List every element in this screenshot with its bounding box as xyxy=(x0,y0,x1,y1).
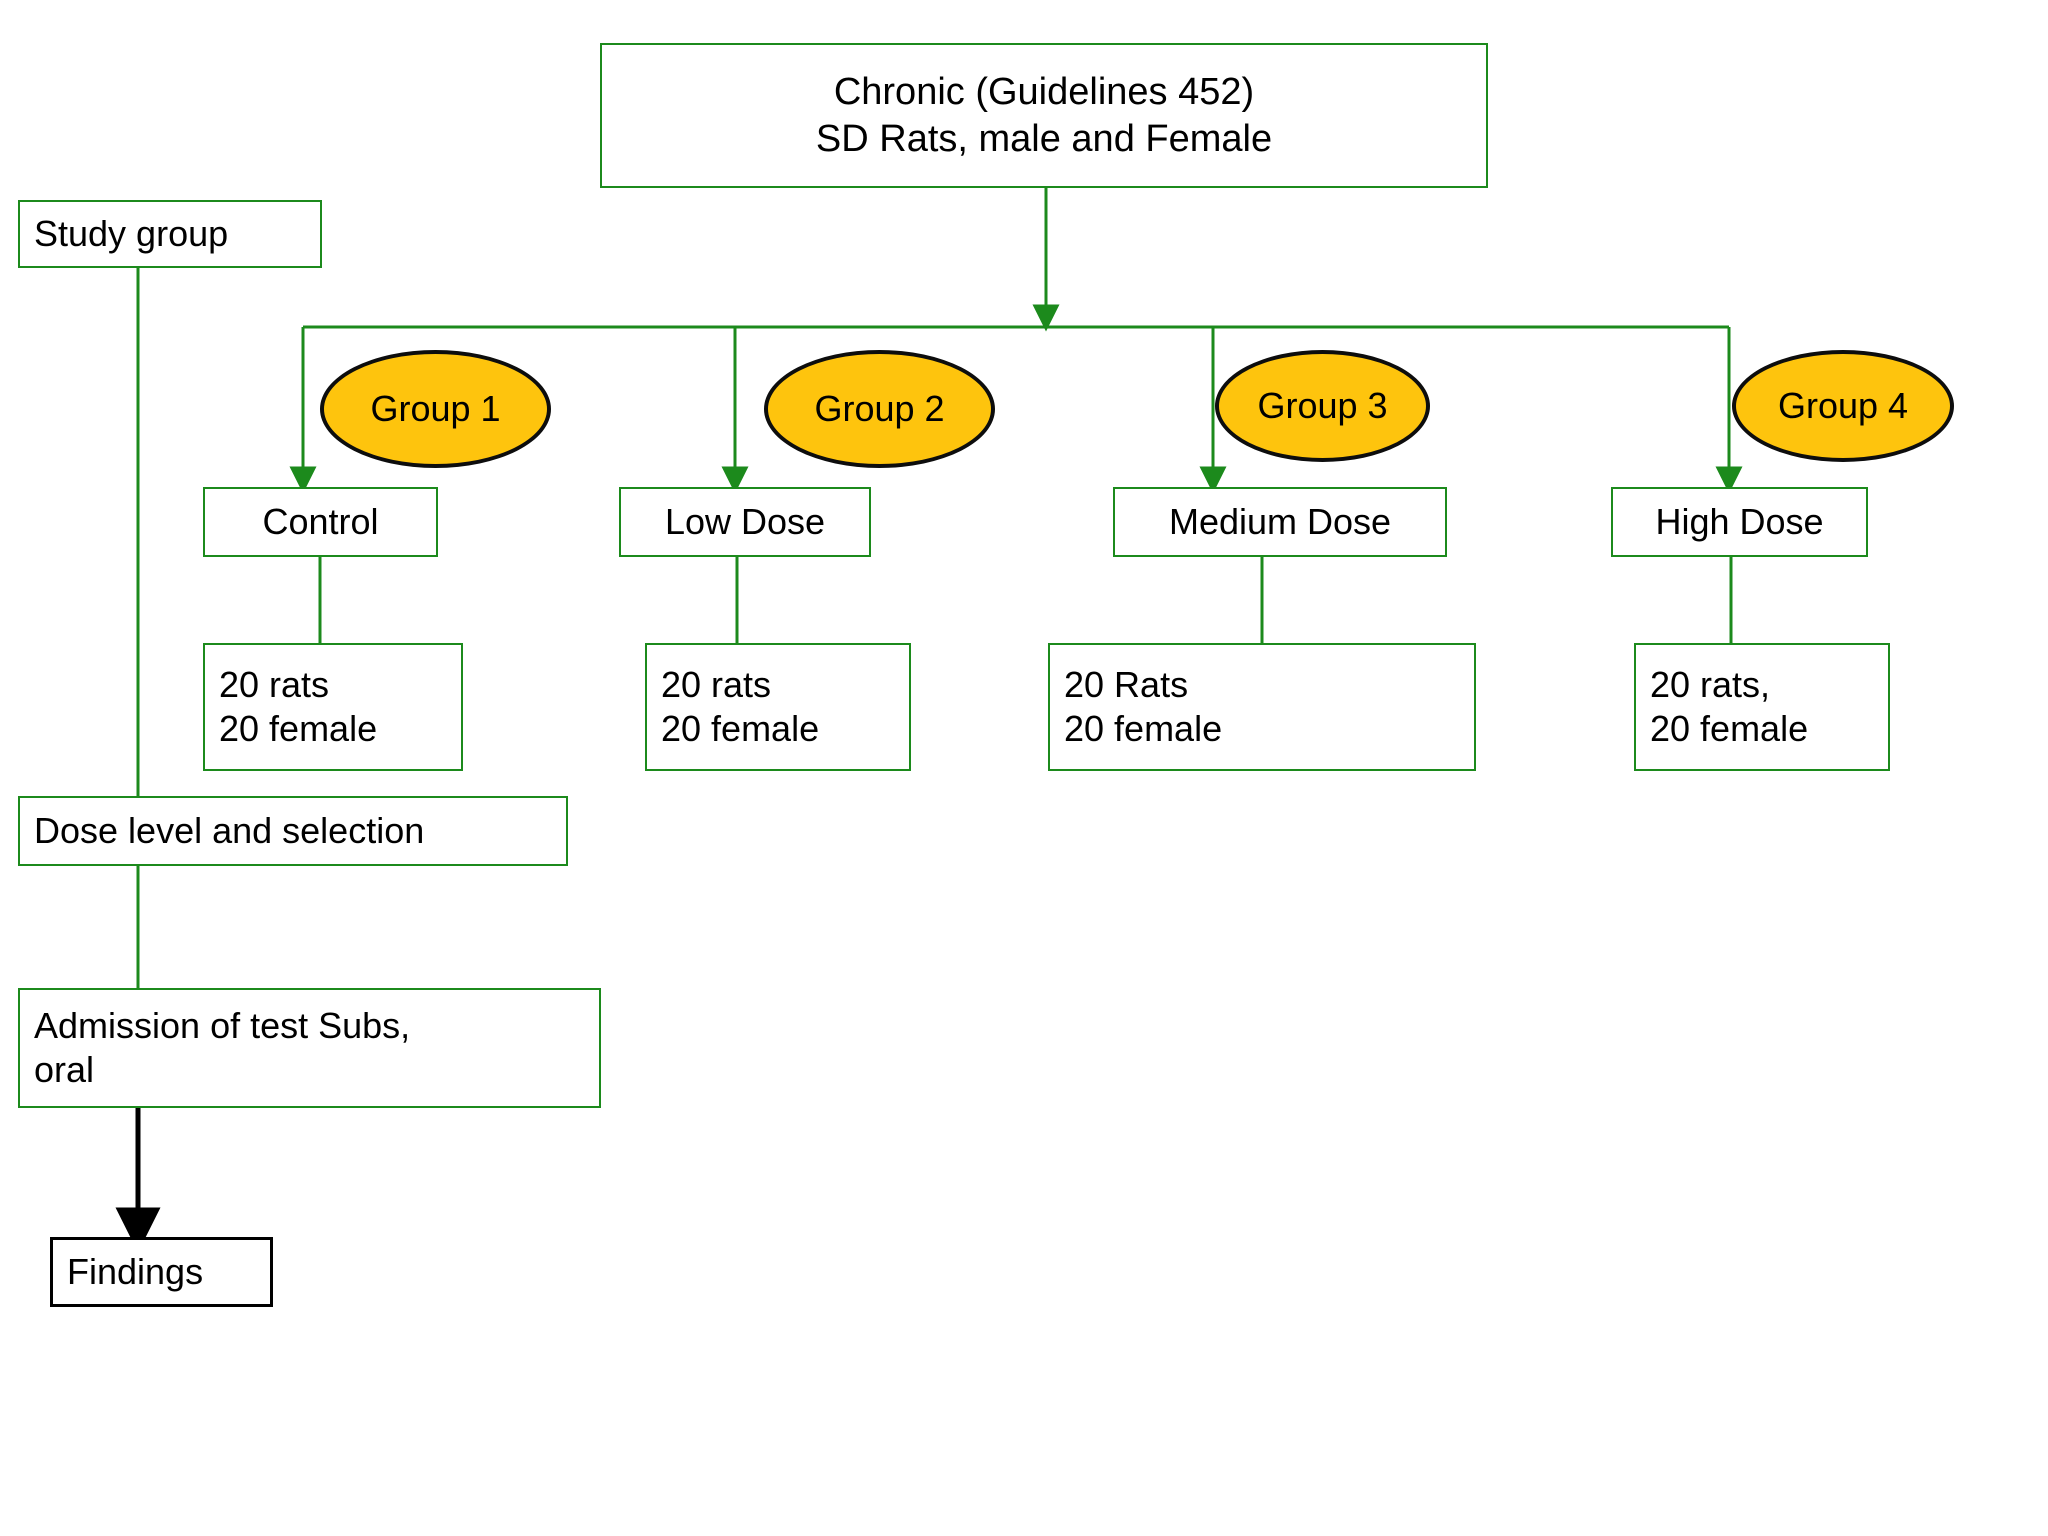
node-study-group-label: Study group xyxy=(34,213,229,255)
oval-group-3[interactable]: Group 3 xyxy=(1215,350,1430,462)
node-findings-label: Findings xyxy=(67,1251,204,1293)
node-medium-dose-counts[interactable]: 20 Rats 20 female xyxy=(1048,643,1476,771)
node-low-dose[interactable]: Low Dose xyxy=(619,487,871,557)
node-control-counts[interactable]: 20 rats 20 female xyxy=(203,643,463,771)
node-low-dose-label: Low Dose xyxy=(664,501,826,543)
oval-group-2-label: Group 2 xyxy=(814,388,945,429)
node-medium-dose-label: Medium Dose xyxy=(1168,501,1392,543)
node-control-label: Control xyxy=(262,501,379,543)
node-findings[interactable]: Findings xyxy=(50,1237,273,1307)
node-medium-dose[interactable]: Medium Dose xyxy=(1113,487,1447,557)
node-study-group[interactable]: Study group xyxy=(18,200,322,268)
oval-group-3-label: Group 3 xyxy=(1257,385,1388,426)
node-high-dose-counts-label: 20 rats, 20 female xyxy=(1650,664,1809,749)
node-low-dose-counts-label: 20 rats 20 female xyxy=(661,664,820,749)
node-high-dose-label: High Dose xyxy=(1655,501,1824,543)
oval-group-4[interactable]: Group 4 xyxy=(1732,350,1954,462)
node-dose-level-and-selection-label: Dose level and selection xyxy=(34,810,425,852)
node-control[interactable]: Control xyxy=(203,487,438,557)
node-control-counts-label: 20 rats 20 female xyxy=(219,664,378,749)
oval-group-2[interactable]: Group 2 xyxy=(764,350,995,468)
oval-group-4-label: Group 4 xyxy=(1777,385,1909,426)
node-high-dose-counts[interactable]: 20 rats, 20 female xyxy=(1634,643,1890,771)
node-chronic-guidelines-label: Chronic (Guidelines 452) SD Rats, male a… xyxy=(815,71,1273,160)
oval-group-1[interactable]: Group 1 xyxy=(320,350,551,468)
node-low-dose-counts[interactable]: 20 rats 20 female xyxy=(645,643,911,771)
node-chronic-guidelines[interactable]: Chronic (Guidelines 452) SD Rats, male a… xyxy=(600,43,1488,188)
oval-group-1-label: Group 1 xyxy=(370,388,501,429)
node-dose-level-and-selection[interactable]: Dose level and selection xyxy=(18,796,568,866)
node-admission-of-test-subs-label: Admission of test Subs, oral xyxy=(34,1005,411,1090)
node-medium-dose-counts-label: 20 Rats 20 female xyxy=(1064,664,1223,749)
node-high-dose[interactable]: High Dose xyxy=(1611,487,1868,557)
node-admission-of-test-subs[interactable]: Admission of test Subs, oral xyxy=(18,988,601,1108)
